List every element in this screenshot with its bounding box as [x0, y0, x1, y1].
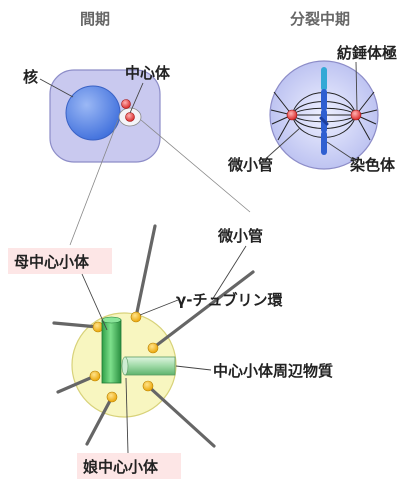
centrosome-dot: [125, 112, 135, 122]
zoom-guide-line: [69, 119, 119, 246]
mother-centriole-label-bg: [8, 248, 112, 274]
spindle-pole-label: 紡錘体極: [337, 44, 397, 62]
daughter-centriole-label: 娘中心小体: [83, 458, 159, 476]
spindle-pole: [286, 109, 298, 121]
chromosomes: [319, 67, 329, 155]
zoom-guide-line: [140, 119, 251, 213]
microtubule-label-top: 微小管: [227, 156, 273, 174]
pericentriolar-material-label: 中心小体周辺物質: [213, 362, 333, 380]
centrosome-dot: [121, 99, 131, 109]
interphase-cell: [49, 69, 161, 163]
microtubule-label-zoom: 微小管: [217, 227, 263, 245]
centrosome-label: 中心体: [125, 64, 171, 82]
nucleus-label: 核: [23, 68, 38, 86]
gamma-tubulin-ring-label: γ-チュブリン環: [176, 291, 283, 309]
spindle-pole: [350, 109, 362, 121]
chromosome-label: 染色体: [349, 156, 396, 174]
mitosis-title: 分裂中期: [290, 10, 350, 28]
mother-centriole: [101, 319, 122, 384]
nucleus: [65, 85, 121, 141]
daughter-centriole-label-bg: [77, 453, 181, 479]
daughter-centriole: [124, 356, 176, 376]
centrosome-zoom: [52, 224, 255, 448]
interphase-title: 間期: [80, 10, 110, 28]
microtubules: [52, 224, 255, 448]
mitotic-cell: [269, 60, 379, 170]
gamma-tubulin-rings: [89, 311, 159, 403]
mother-centriole-label: 母中心小体: [14, 253, 90, 271]
